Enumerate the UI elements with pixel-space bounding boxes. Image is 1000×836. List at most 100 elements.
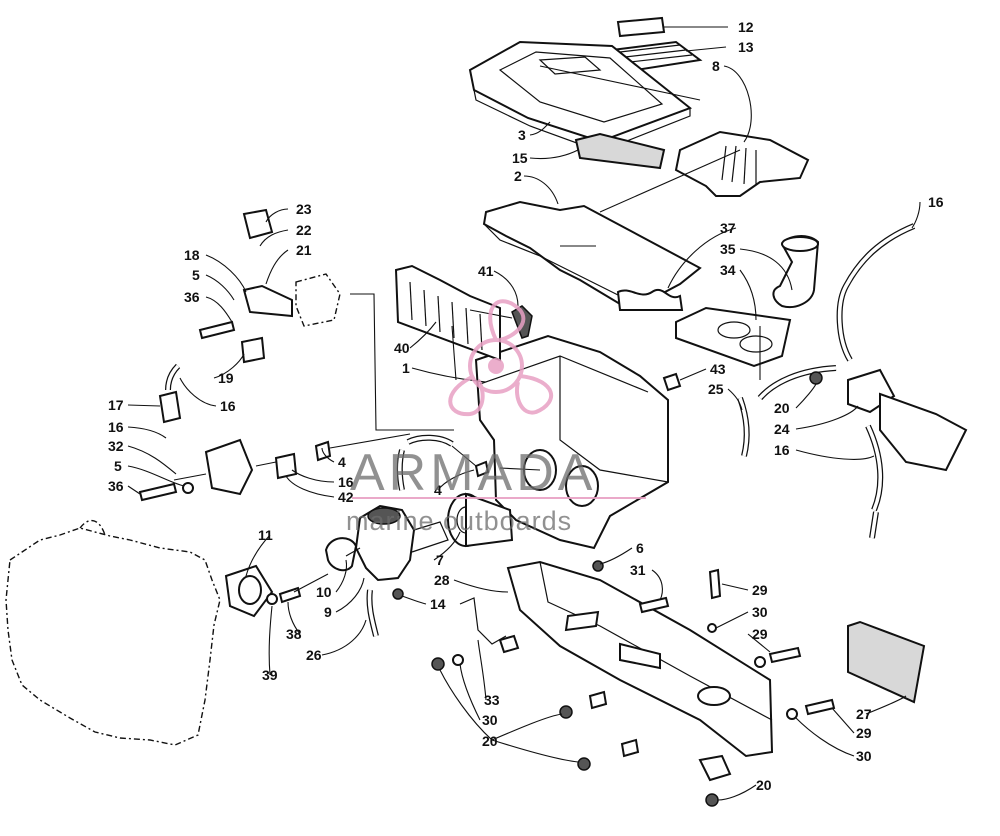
- callout-29b: 29: [752, 626, 768, 642]
- nut-6: [592, 560, 604, 572]
- callout-30a: 30: [752, 604, 768, 620]
- filter-foam: [574, 132, 666, 170]
- callout-21: 21: [296, 242, 312, 258]
- lower-duct-slot: [564, 610, 600, 632]
- airbox-base-edge: [483, 223, 621, 297]
- tube-33: [459, 597, 507, 645]
- callout-6: 6: [636, 540, 644, 556]
- engine-outline: [5, 527, 221, 746]
- callout-36a: 36: [184, 289, 200, 305]
- callout-25: 25: [708, 381, 724, 397]
- fuel-filter-17: [158, 390, 182, 424]
- callout-24: 24: [774, 421, 790, 437]
- pump-bracket-18: [242, 284, 293, 318]
- callout-7: 7: [436, 552, 444, 568]
- washer-39: [266, 593, 278, 605]
- bolt-43: [662, 372, 682, 392]
- tab-b: [588, 690, 608, 710]
- grille-panel-slots: [409, 281, 483, 351]
- airbox-housing-wall: [559, 356, 669, 483]
- callout-16e: 16: [774, 442, 790, 458]
- callout-11: 11: [258, 527, 273, 543]
- airbox-lid-window: [498, 51, 664, 123]
- fuel-pump-outline: [295, 273, 341, 327]
- nut-20e: [705, 793, 719, 807]
- carburetor-top-cap: [367, 507, 401, 525]
- callout-30c: 30: [856, 748, 872, 764]
- bolt-29c: [804, 698, 836, 716]
- nut-14: [392, 588, 404, 600]
- lower-duct-port: [697, 686, 731, 706]
- callout-34: 34: [720, 262, 736, 278]
- washer-30b: [452, 654, 464, 666]
- washer-30a: [707, 623, 717, 633]
- gasket-hole-left: [717, 321, 751, 339]
- tab-c: [620, 738, 640, 758]
- callout-41: 41: [478, 263, 494, 279]
- callout-4a: 4: [338, 454, 346, 470]
- nut-20b: [431, 657, 445, 671]
- washer-30c: [786, 708, 798, 720]
- callout-8: 8: [712, 58, 720, 74]
- airbox-base: [482, 200, 702, 306]
- flange-port: [238, 575, 262, 605]
- washer-30b-right: [754, 656, 766, 668]
- nut-20a: [809, 371, 823, 385]
- airbox-lid-inner: [538, 56, 602, 75]
- callout-23: 23: [296, 201, 312, 217]
- callout-15: 15: [512, 150, 528, 166]
- label-decal: [616, 16, 666, 38]
- right-boot: [879, 392, 968, 472]
- grommet-4b: [474, 460, 490, 478]
- callout-2: 2: [514, 168, 522, 184]
- callout-3: 3: [518, 127, 526, 143]
- callout-27: 27: [856, 706, 872, 722]
- bolt-36b: [138, 482, 178, 502]
- lower-duct-vent: [619, 642, 661, 670]
- fitting-19: [240, 336, 266, 364]
- washer-5b: [182, 482, 194, 494]
- callout-14: 14: [430, 596, 446, 612]
- callout-12: 12: [738, 19, 754, 35]
- bolt-31: [638, 596, 670, 614]
- callout-28: 28: [434, 572, 450, 588]
- callout-37: 37: [720, 220, 736, 236]
- callout-38: 38: [286, 626, 302, 642]
- hoses-fill: [166, 224, 915, 637]
- callout-29c: 29: [856, 725, 872, 741]
- callout-18: 18: [184, 247, 200, 263]
- decal-23: [242, 208, 274, 240]
- watermark-subtitle: marine outboards: [346, 506, 572, 536]
- bolt-29b: [768, 646, 802, 664]
- watermark: ARMADA marine outboards: [346, 299, 646, 536]
- drain-fitting: [698, 754, 732, 782]
- nut-20d: [577, 757, 591, 771]
- callout-31: 31: [630, 562, 646, 578]
- mount-plate: [204, 438, 254, 496]
- callout-20c: 20: [756, 777, 772, 793]
- callout-10: 10: [316, 584, 332, 600]
- carburetor-throat: [411, 521, 449, 553]
- callout-43: 43: [710, 361, 726, 377]
- callout-29a: 29: [752, 582, 768, 598]
- callout-40: 40: [394, 340, 410, 356]
- intake-boot-7-flange: [465, 492, 514, 548]
- grille-panel: [394, 264, 501, 362]
- callout-36b: 36: [108, 478, 124, 494]
- bolt-29a: [708, 568, 722, 600]
- gasket-hole-right: [739, 335, 773, 353]
- clamp-10: [324, 537, 358, 572]
- adapter-mouth: [781, 236, 819, 252]
- decal-strip-lines: [619, 44, 693, 63]
- callout-19: 19: [218, 370, 234, 386]
- callout-16d: 16: [928, 194, 944, 210]
- callout-labels: 12 13 8 3 15 2 23 22 21 18 5 36 19 16 17…: [108, 19, 944, 793]
- callout-39: 39: [262, 667, 278, 683]
- callout-5a: 5: [192, 267, 200, 283]
- callout-16c: 16: [338, 474, 354, 490]
- housing-port-right: [565, 465, 599, 507]
- gasket-plate: [675, 306, 792, 368]
- spacer-42: [274, 452, 298, 480]
- callout-16b: 16: [108, 419, 124, 435]
